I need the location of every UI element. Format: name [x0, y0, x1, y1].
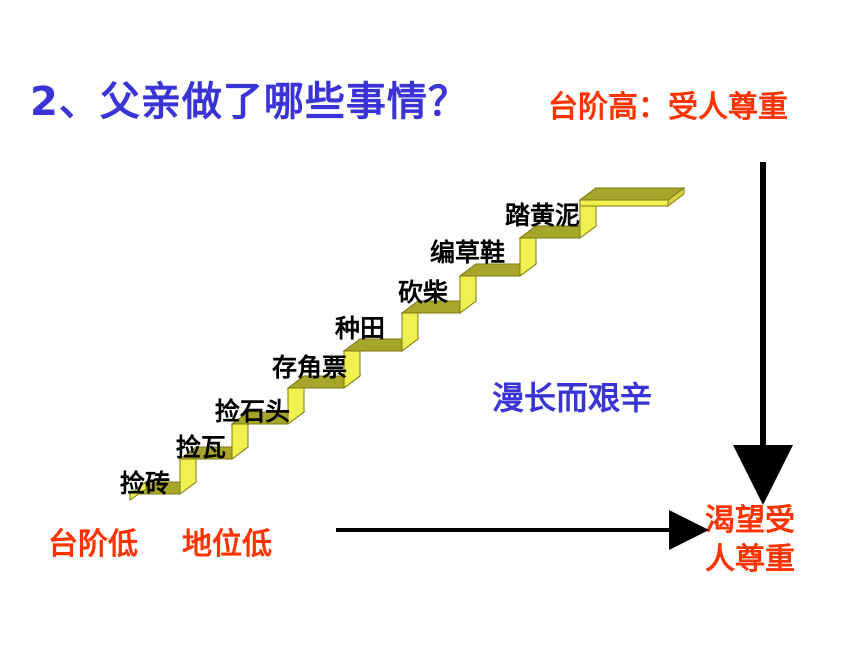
slide-title: 2、父亲做了哪些事情？ — [30, 79, 469, 125]
step-label-4: 存角票 — [272, 353, 348, 382]
stair-top-landing — [578, 187, 686, 201]
step-label-6: 砍柴 — [398, 278, 449, 307]
top-right-label: 台阶高：受人尊重 — [548, 90, 788, 125]
step-label-1: 捡砖 — [120, 469, 171, 498]
step-label-8: 踏黄泥 — [505, 201, 581, 230]
stair-top-front — [579, 199, 669, 207]
bottom-left-label-2: 地位低 — [182, 527, 272, 562]
step-label-5: 种田 — [335, 314, 386, 343]
step-label-2: 捡瓦 — [176, 433, 227, 462]
stair-left-cap — [129, 481, 147, 501]
step-label-3: 捡石头 — [215, 397, 291, 426]
step-label-7: 编草鞋 — [430, 238, 506, 267]
bottom-left-label-1: 台阶低 — [48, 527, 138, 562]
bottom-right-label-line2: 人尊重 — [705, 542, 795, 577]
stair-group — [128, 187, 686, 501]
bottom-right-label-line1: 渴望受 — [705, 503, 795, 538]
middle-label: 漫长而艰辛 — [492, 379, 653, 417]
